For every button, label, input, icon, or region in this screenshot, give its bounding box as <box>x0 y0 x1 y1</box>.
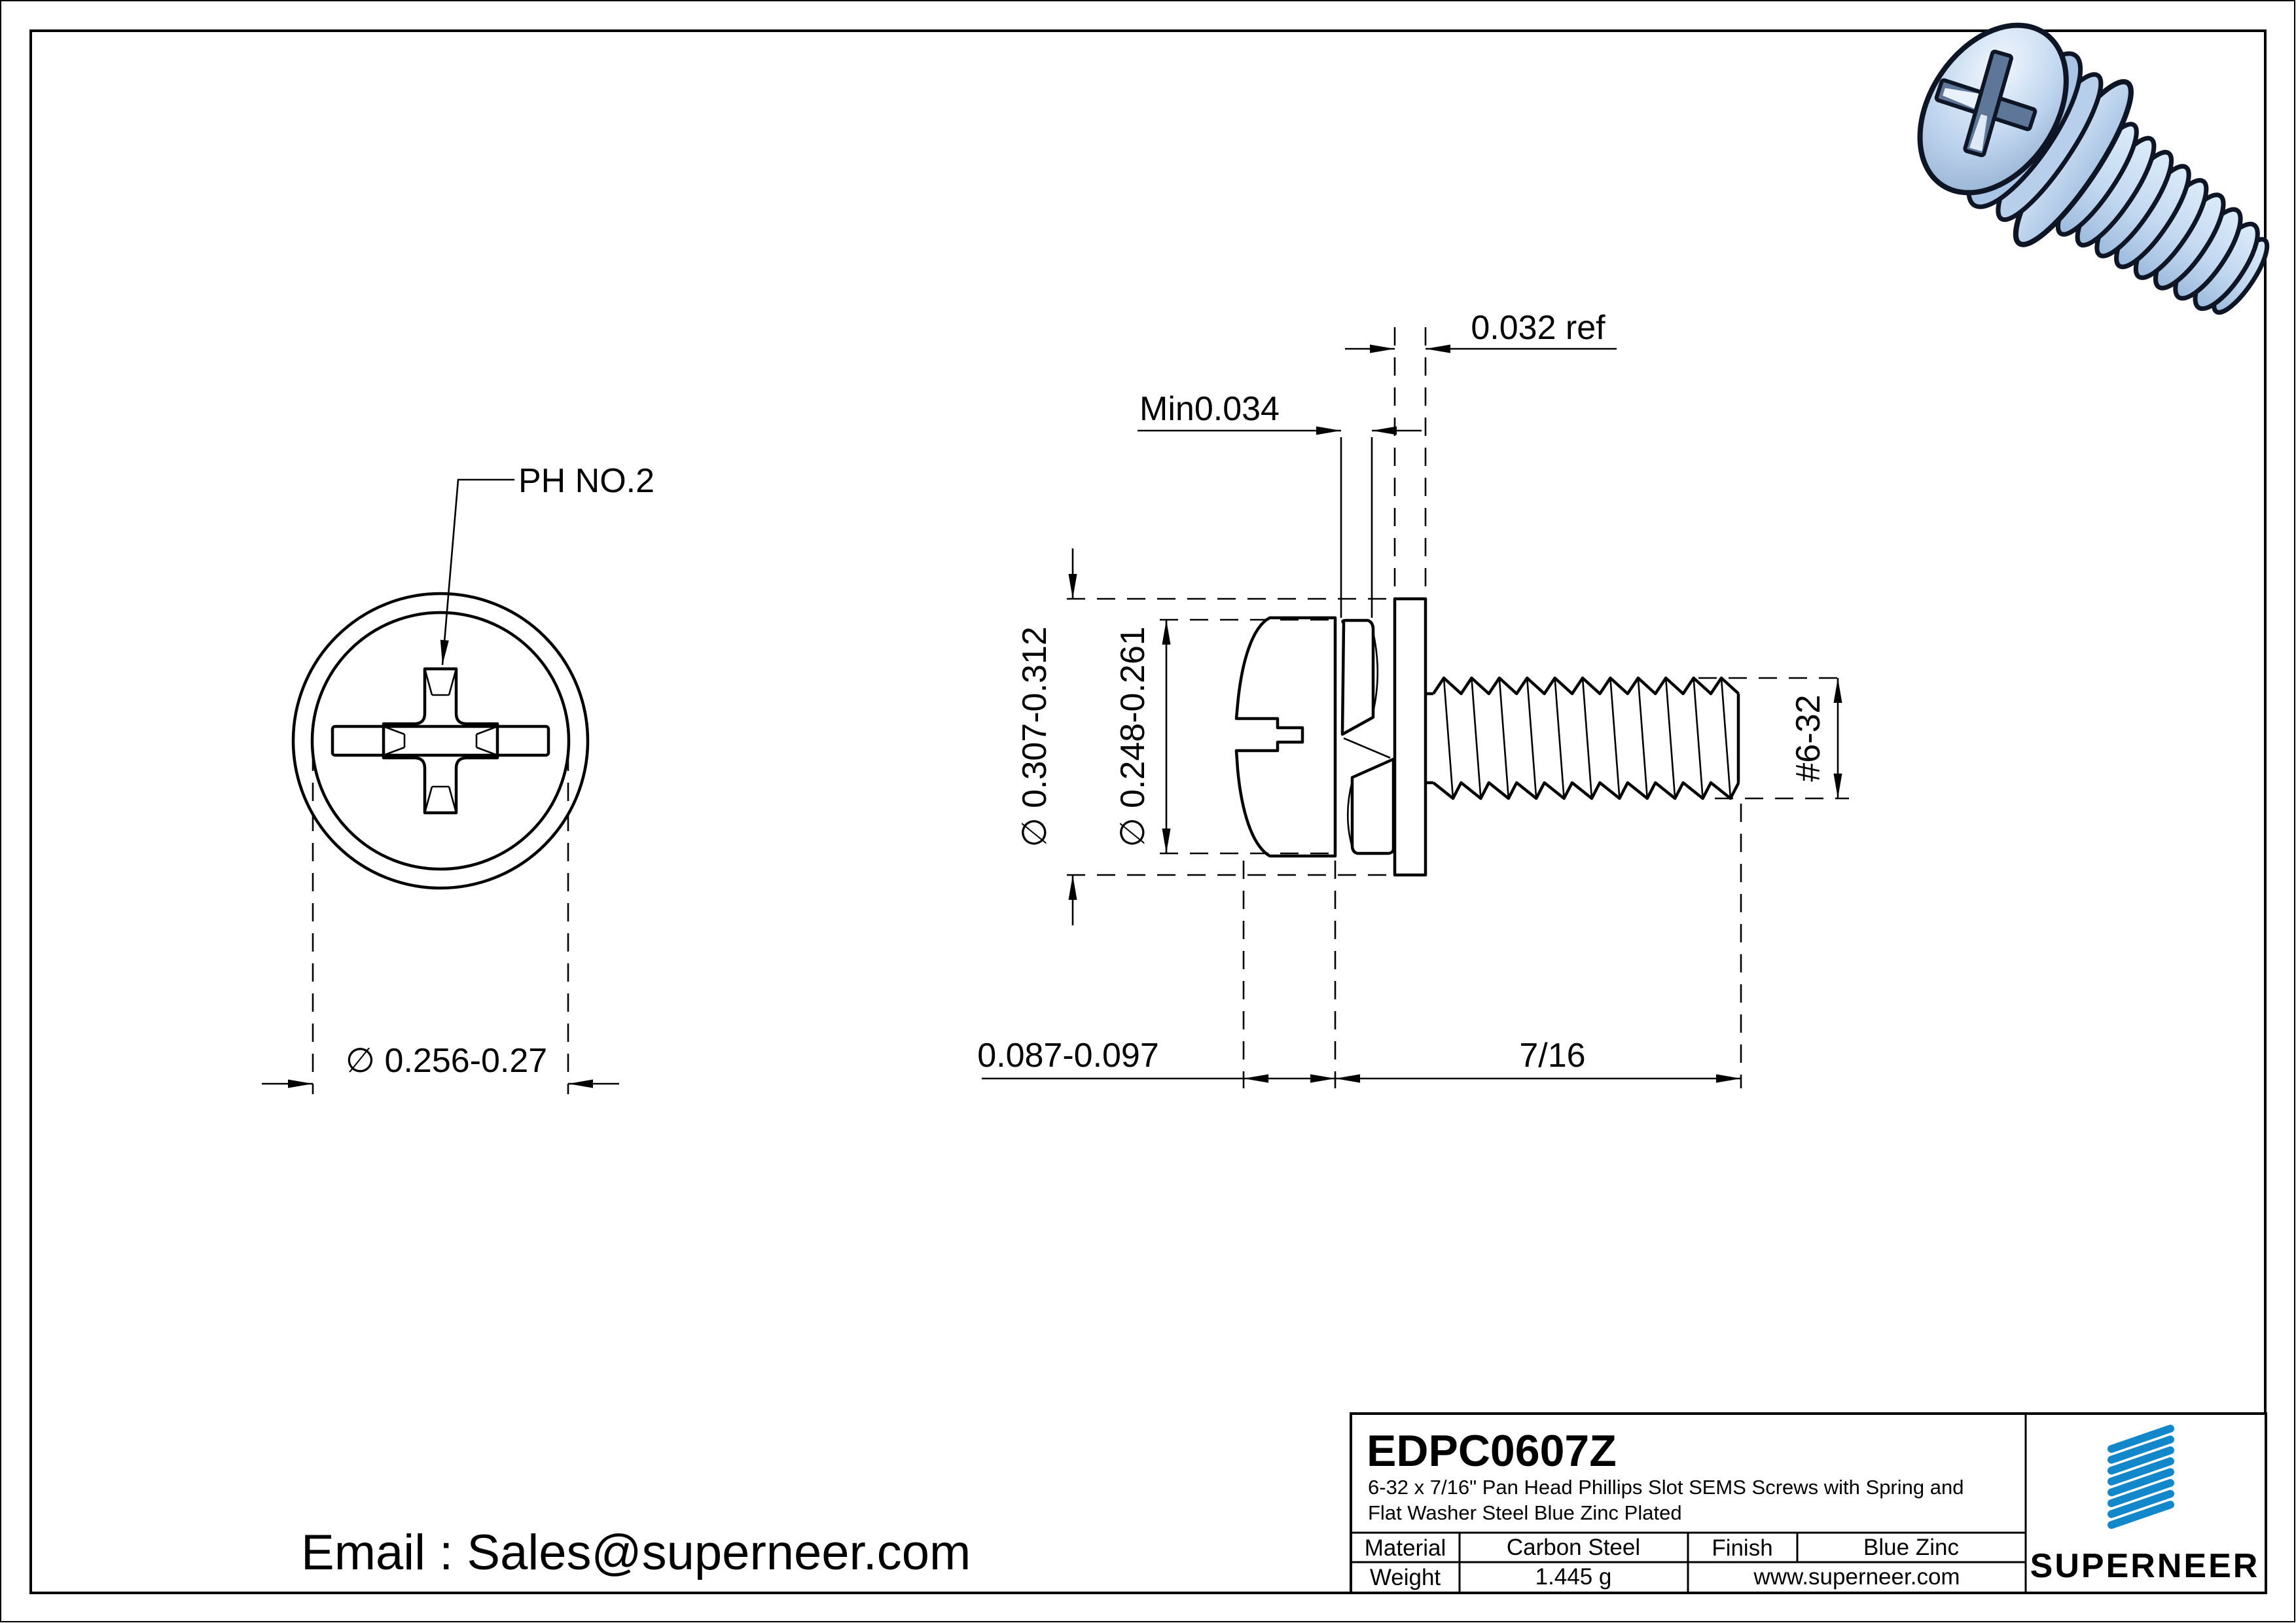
render-phillips-recess <box>1934 49 2037 158</box>
side-head-height-label: 0.087-0.097 <box>977 1037 1159 1075</box>
front-dimension: ∅ 0.256-0.27 <box>262 753 619 1094</box>
superneer-logo: SUPERNEER <box>2030 1425 2260 1585</box>
front-view: PH NO.2 ∅ 0.256-0.27 <box>262 462 655 1094</box>
weight-label: Weight <box>1370 1565 1441 1590</box>
side-thread-length-label: 7/16 <box>1519 1037 1585 1075</box>
front-slot <box>331 724 550 757</box>
side-head <box>1234 616 1337 858</box>
side-head-od-label: ∅ 0.248-0.261 <box>1114 626 1152 847</box>
render-threads <box>2055 122 2270 315</box>
side-shank-stubs <box>1426 692 1740 785</box>
front-callout-label: PH NO.2 <box>518 462 655 500</box>
side-washer-od-label: ∅ 0.307-0.312 <box>1016 626 1054 847</box>
front-head-diameter: ∅ 0.256-0.27 <box>346 1042 547 1080</box>
front-callout-leader <box>441 478 514 666</box>
dim-head-od: ∅ 0.248-0.261 <box>1114 618 1336 855</box>
superneer-logo-text: SUPERNEER <box>2030 1547 2260 1585</box>
front-head-circle <box>310 611 571 871</box>
front-washer-circle <box>291 592 590 890</box>
website-link[interactable]: www.superneer.com <box>1753 1564 1960 1590</box>
side-spring-min-label: Min0.034 <box>1139 390 1280 428</box>
finish-value: Blue Zinc <box>1863 1535 1959 1560</box>
description-line2: Flat Washer Steel Blue Zinc Plated <box>1368 1501 1682 1524</box>
drawing-border <box>29 29 2267 1594</box>
screw-3d-render <box>1917 22 2270 315</box>
email-text: Email : Sales@superneer.com <box>301 1525 971 1580</box>
dim-spring-washer: Min0.034 <box>1138 390 1422 618</box>
part-number: EDPC0607Z <box>1367 1426 1617 1476</box>
side-washer-thickness-label: 0.032 ref <box>1471 309 1605 347</box>
dim-washer-thickness: 0.032 ref <box>1345 309 1617 599</box>
side-thread-spec-label: #6-32 <box>1789 695 1827 782</box>
side-thread-flanks <box>1443 677 1732 799</box>
dimension-arrowheads <box>288 344 1842 1088</box>
superneer-logo-icon <box>2108 1425 2174 1529</box>
weight-value: 1.445 g <box>1535 1564 1612 1590</box>
side-flat-washer <box>1393 597 1427 877</box>
dim-bottom: 0.087-0.097 7/16 <box>977 804 1742 1088</box>
material-value: Carbon Steel <box>1507 1535 1640 1560</box>
title-block: EDPC0607Z 6-32 x 7/16" Pan Head Phillips… <box>1350 1412 2267 1594</box>
description-line1: 6-32 x 7/16" Pan Head Phillips Slot SEMS… <box>1368 1476 1964 1499</box>
finish-label: Finish <box>1712 1535 1772 1561</box>
front-recess-details <box>383 668 498 813</box>
material-label: Material <box>1365 1535 1446 1561</box>
